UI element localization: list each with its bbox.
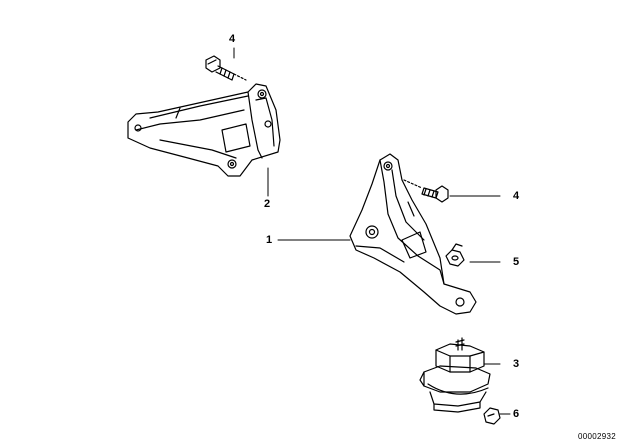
callout-6: 6: [513, 408, 520, 420]
callout-1: 1: [266, 234, 273, 246]
callout-4-top: 4: [229, 33, 236, 45]
bracket-part-2: [127, 83, 281, 177]
engine-mount-part-3: [419, 337, 491, 413]
callout-5: 5: [513, 256, 520, 268]
callout-3: 3: [513, 358, 520, 370]
nut-part-5: [445, 243, 465, 267]
leader-lines: [233, 47, 511, 415]
nut-part-6: [483, 407, 501, 425]
callout-2: 2: [264, 198, 271, 210]
bolt-part-4-right: [403, 179, 449, 203]
callout-4-right: 4: [513, 190, 520, 202]
bolt-part-4-top: [205, 55, 247, 81]
diagram-code: 00002932: [578, 432, 616, 441]
bracket-part-1: [349, 153, 477, 315]
